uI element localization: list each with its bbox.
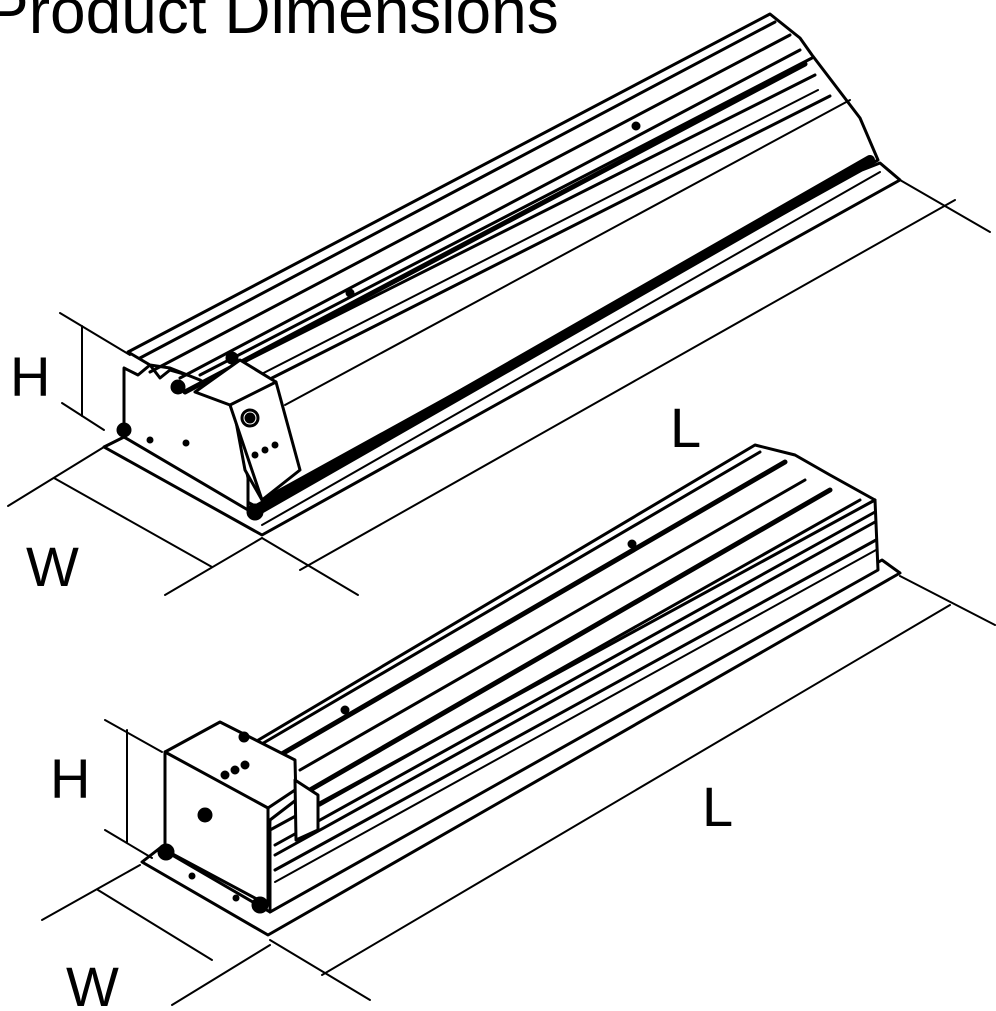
lower-driver-box — [163, 720, 298, 907]
upper-length-label: L — [670, 396, 701, 459]
lower-fixture — [41, 443, 996, 1006]
page-title: Product Dimensions — [0, 0, 559, 47]
upper-fixture — [7, 12, 991, 596]
upper-lens-rod — [250, 155, 875, 517]
upper-width-label: W — [26, 535, 79, 598]
lower-width-label: W — [66, 955, 119, 1011]
upper-dimension-lines — [7, 179, 991, 596]
lower-length-label: L — [702, 775, 733, 838]
upper-height-label: H — [10, 345, 50, 408]
lower-height-label: H — [50, 747, 90, 810]
lower-dimension-lines — [41, 575, 996, 1006]
